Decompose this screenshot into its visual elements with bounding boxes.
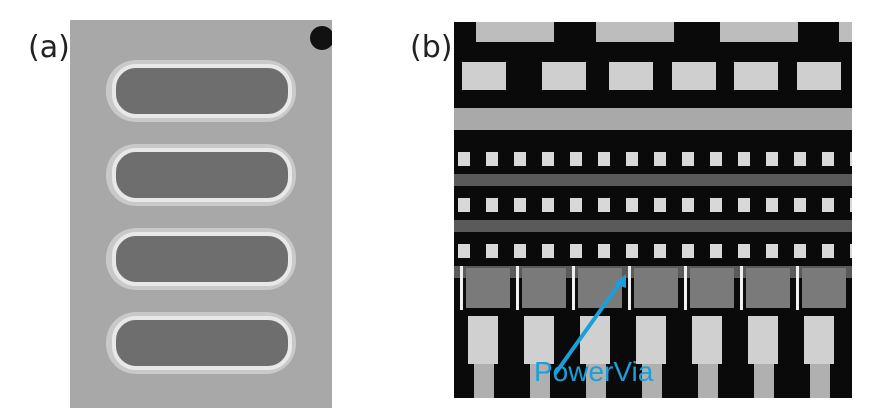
cell-wall xyxy=(684,266,687,310)
backside-contact xyxy=(580,316,610,364)
via xyxy=(682,198,694,212)
metal-block xyxy=(462,62,506,90)
via xyxy=(458,152,470,166)
via xyxy=(626,198,638,212)
via xyxy=(514,244,526,258)
cell-wall xyxy=(460,266,463,310)
bar-2 xyxy=(112,148,292,202)
via xyxy=(822,152,834,166)
via xyxy=(542,198,554,212)
via xyxy=(850,152,852,166)
via xyxy=(682,244,694,258)
bar-1 xyxy=(112,64,292,118)
bar-4 xyxy=(112,316,292,370)
cell-wall xyxy=(628,266,631,310)
via xyxy=(458,244,470,258)
backside-stem xyxy=(474,364,494,398)
via xyxy=(710,198,722,212)
top-metal-block xyxy=(720,22,798,42)
panel-b-label: (b) xyxy=(410,30,453,65)
backside-contact xyxy=(692,316,722,364)
via xyxy=(486,244,498,258)
panel-a-label: (a) xyxy=(28,30,70,65)
via xyxy=(570,152,582,166)
backside-stem xyxy=(754,364,774,398)
powervia-annotation: PowerVia xyxy=(534,356,654,387)
via xyxy=(598,152,610,166)
transistor-cell xyxy=(466,268,510,308)
via xyxy=(654,244,666,258)
via xyxy=(654,198,666,212)
metal-block xyxy=(734,62,778,90)
backside-stem xyxy=(810,364,830,398)
via xyxy=(822,198,834,212)
interconnect-line xyxy=(454,174,852,186)
via xyxy=(654,152,666,166)
metal-block xyxy=(542,62,586,90)
backside-contact xyxy=(804,316,834,364)
cell-wall xyxy=(572,266,575,310)
via xyxy=(514,198,526,212)
backside-stem xyxy=(586,364,606,398)
bar-3 xyxy=(112,232,292,286)
top-metal-block xyxy=(476,22,554,42)
micrograph-b-image xyxy=(454,22,852,398)
transistor-cell xyxy=(522,268,566,308)
via xyxy=(570,198,582,212)
micrograph-a-image xyxy=(70,20,332,408)
via xyxy=(598,198,610,212)
via xyxy=(766,244,778,258)
via xyxy=(626,244,638,258)
micrograph-panel-a xyxy=(70,20,332,408)
transistor-cell xyxy=(746,268,790,308)
cell-wall xyxy=(516,266,519,310)
backside-stem xyxy=(698,364,718,398)
powervia-arrowhead xyxy=(614,274,626,288)
via xyxy=(850,198,852,212)
via xyxy=(682,152,694,166)
metal-block xyxy=(672,62,716,90)
via xyxy=(542,152,554,166)
via xyxy=(542,244,554,258)
micrograph-panel-b: PowerVia xyxy=(454,22,852,398)
via xyxy=(738,152,750,166)
via xyxy=(766,198,778,212)
top-metal-block xyxy=(839,22,852,42)
interconnect-line xyxy=(454,220,852,232)
metal-block xyxy=(797,62,841,90)
via xyxy=(486,198,498,212)
backside-contact xyxy=(748,316,778,364)
via xyxy=(738,244,750,258)
backside-contact xyxy=(468,316,498,364)
via xyxy=(822,244,834,258)
via xyxy=(598,244,610,258)
via xyxy=(514,152,526,166)
metal-block xyxy=(609,62,653,90)
via xyxy=(570,244,582,258)
via xyxy=(766,152,778,166)
via xyxy=(458,198,470,212)
backside-stem xyxy=(642,364,662,398)
via xyxy=(710,152,722,166)
backside-contact xyxy=(524,316,554,364)
cell-wall xyxy=(796,266,799,310)
metal-plate xyxy=(454,108,852,130)
powervia-arrow xyxy=(553,278,624,376)
cell-wall xyxy=(740,266,743,310)
via xyxy=(794,244,806,258)
via xyxy=(710,244,722,258)
backside-stem xyxy=(530,364,550,398)
via xyxy=(794,152,806,166)
via xyxy=(850,244,852,258)
via xyxy=(738,198,750,212)
transistor-cell xyxy=(634,268,678,308)
via xyxy=(486,152,498,166)
backside-contact xyxy=(636,316,666,364)
top-metal-block xyxy=(596,22,674,42)
via xyxy=(626,152,638,166)
transistor-cell xyxy=(690,268,734,308)
via xyxy=(794,198,806,212)
transistor-cell xyxy=(802,268,846,308)
